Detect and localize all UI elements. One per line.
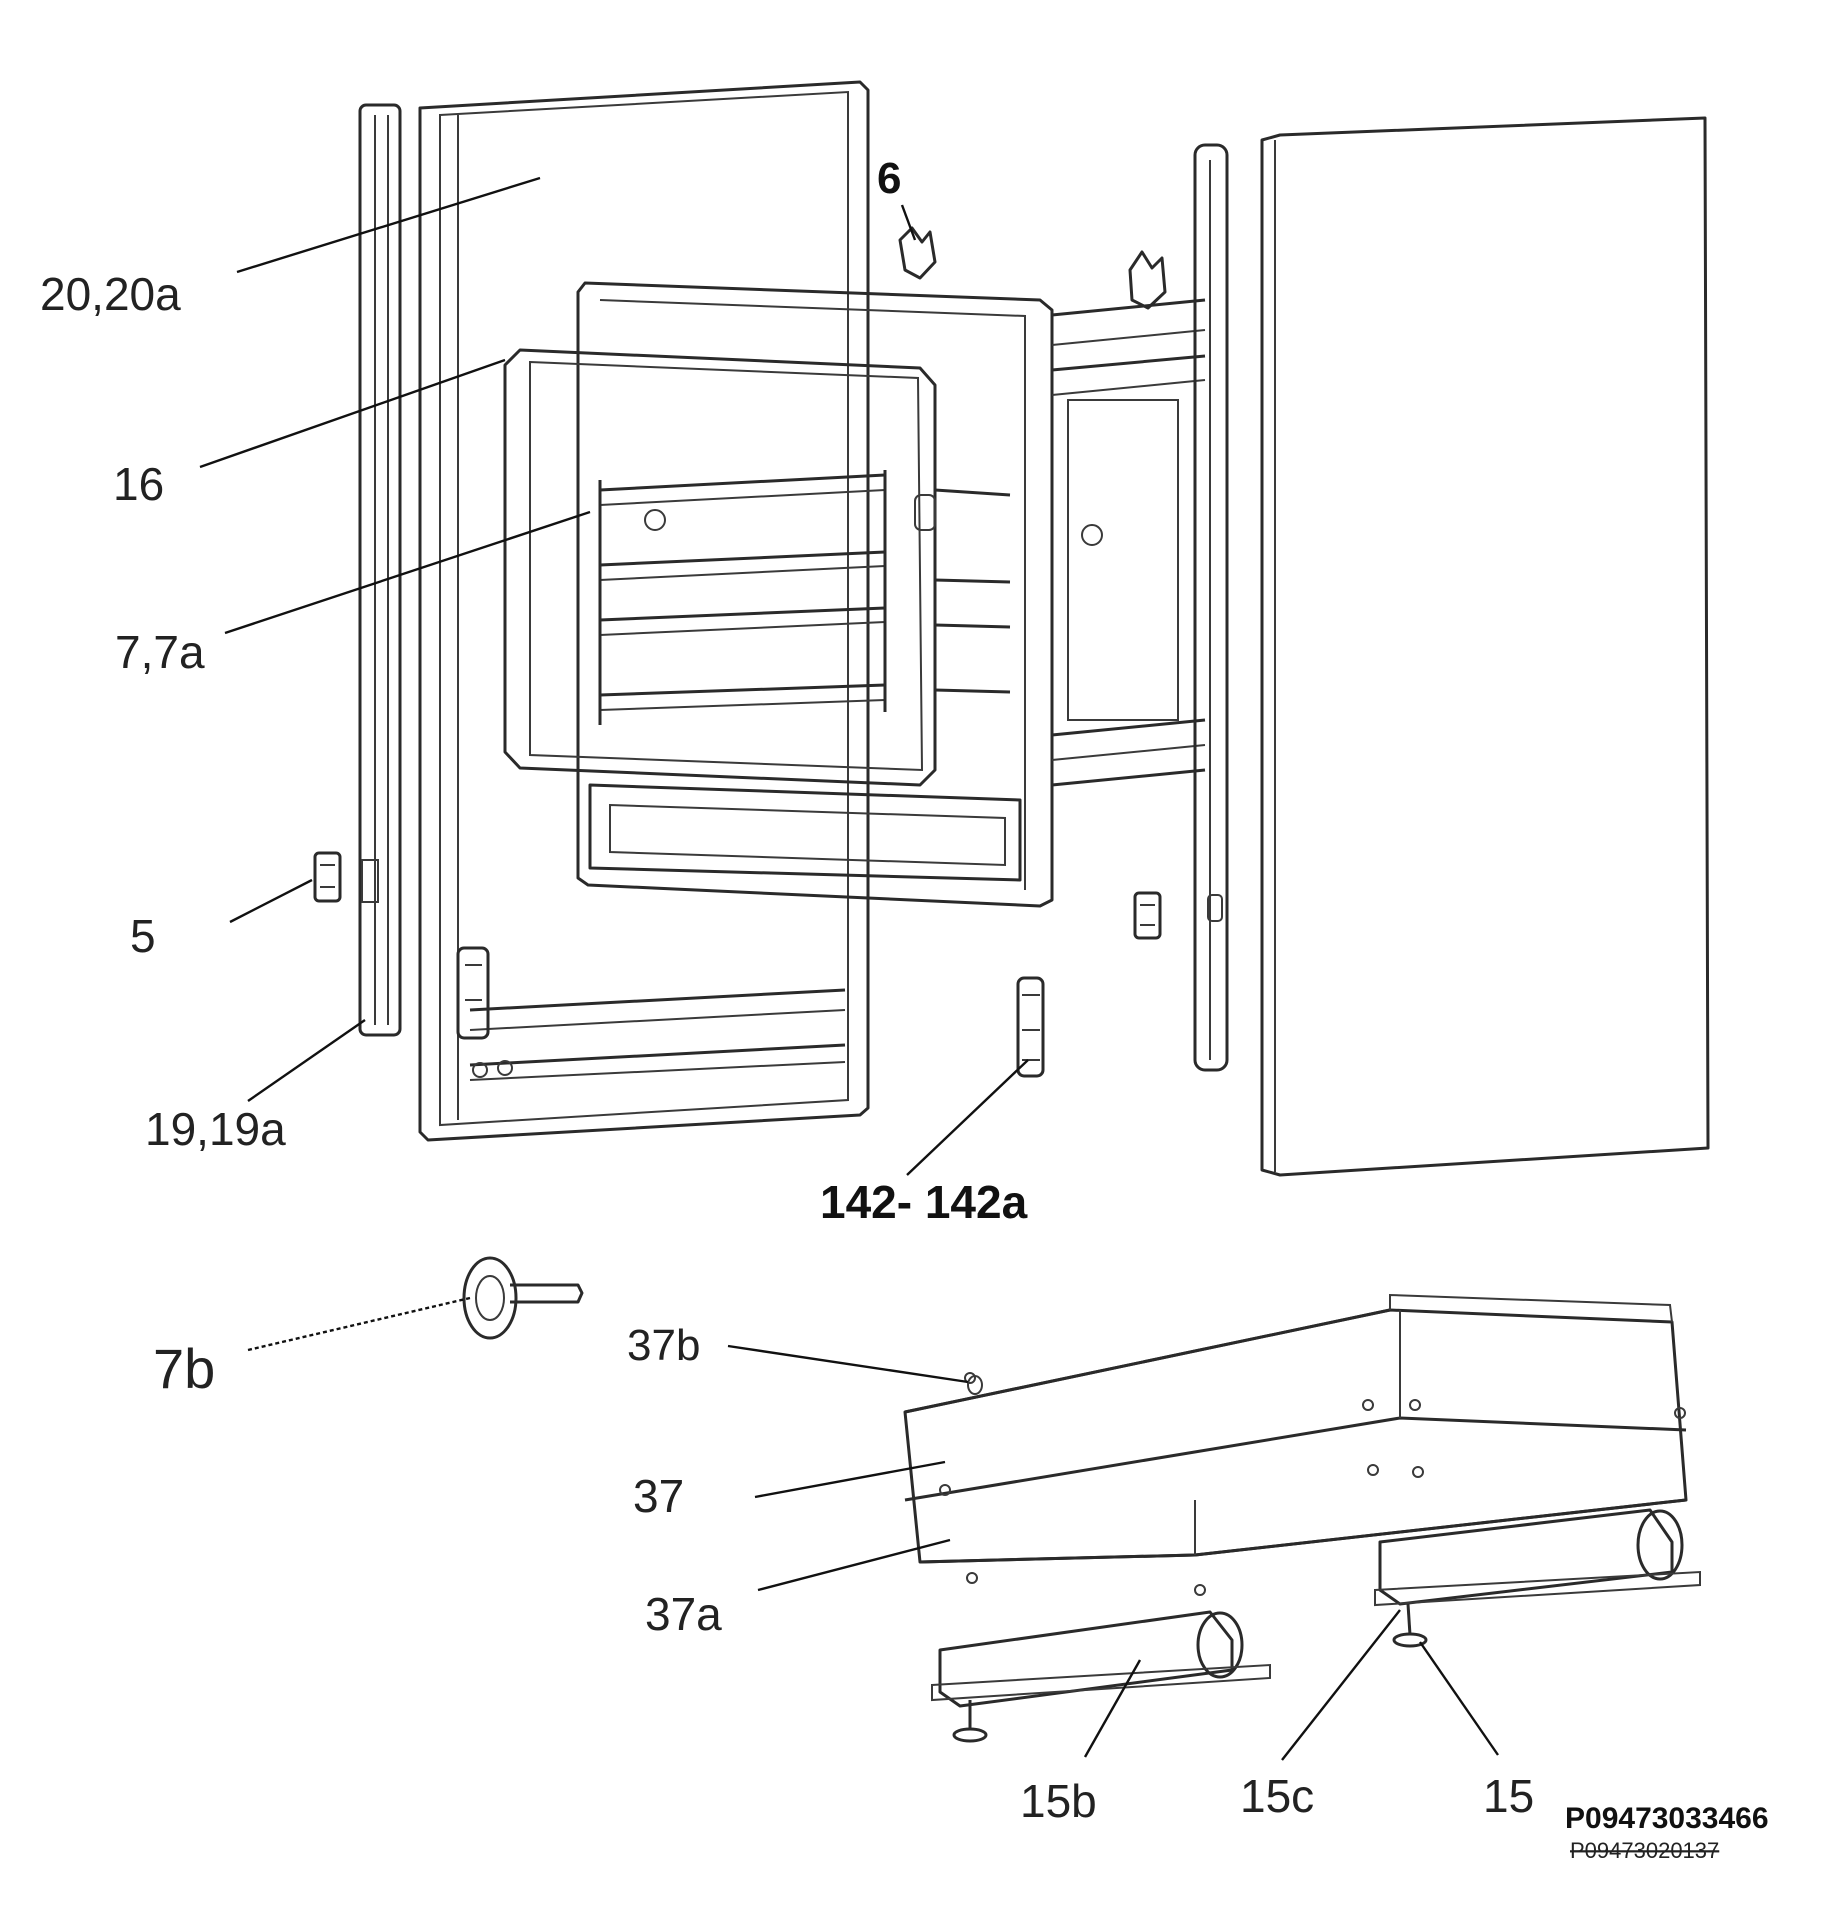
label-door-frame: 20,20a — [40, 268, 181, 320]
gear-part — [462, 1256, 584, 1340]
label-gasket: 16 — [113, 458, 164, 510]
reference-number: P09473033466 — [1565, 1802, 1769, 1835]
oven-cavity-part — [576, 281, 1206, 908]
label-gear: 7b — [153, 1337, 215, 1400]
hinge-part — [1016, 976, 1045, 1078]
reference-number-old: P09473020137 — [1570, 1838, 1719, 1863]
outer-door-panel-part — [1260, 116, 1710, 1177]
label-foot: 15 — [1483, 1770, 1534, 1822]
clip-left-part — [313, 851, 342, 903]
drawer-part — [903, 1293, 1688, 1596]
foot-rail-left-part — [931, 1610, 1271, 1743]
label-clip-left: 5 — [130, 910, 156, 962]
label-side-strip: 19,19a — [145, 1103, 286, 1155]
right-side-strip-part — [1193, 143, 1229, 1072]
screw-part — [967, 1375, 983, 1395]
label-foot-rail: 15b — [1020, 1775, 1097, 1827]
label-hinge: 142- 142a — [820, 1176, 1028, 1228]
label-drawer: 37 — [633, 1470, 684, 1522]
door-frame-part — [418, 80, 870, 1142]
hinge-clip-right-part — [1128, 250, 1167, 310]
label-drawer-bottom: 37a — [645, 1588, 722, 1640]
label-hinge-clip-top: 6 — [877, 154, 901, 203]
label-shelf-rack: 7,7a — [115, 626, 205, 678]
label-foot-screw: 15c — [1240, 1770, 1314, 1822]
foot-rail-right-part — [1374, 1508, 1701, 1648]
label-screw: 37b — [627, 1321, 700, 1370]
hinge-clip-top-part — [898, 226, 937, 280]
gasket-part — [503, 348, 937, 787]
clip-right-part — [1133, 891, 1162, 940]
side-strip-part — [358, 103, 402, 1037]
shelf-rack-part — [598, 470, 1011, 725]
leader-lines — [199, 176, 1499, 1761]
